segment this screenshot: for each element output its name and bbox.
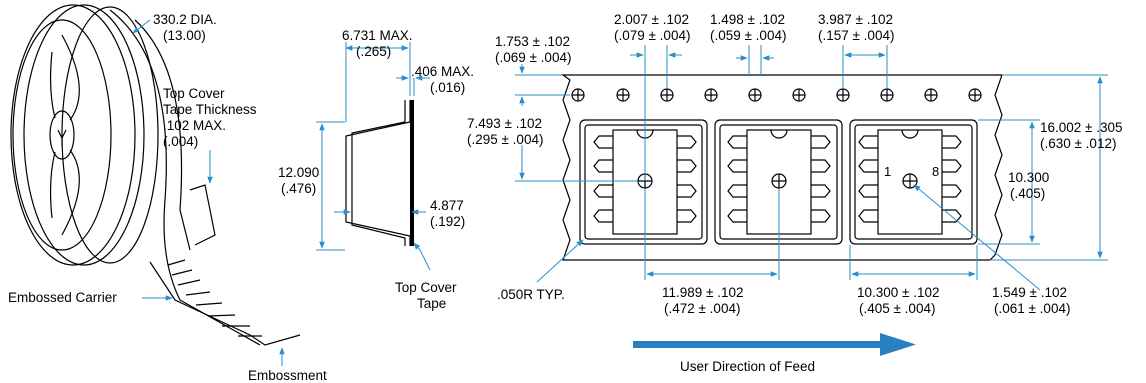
pin-8-label: 8 xyxy=(932,164,939,179)
reel-diameter-mm: 330.2 DIA. xyxy=(153,12,217,27)
reel xyxy=(10,4,301,346)
profile-depth-in: (.192) xyxy=(430,214,465,229)
dim-d6-in: (.630 ± .012) xyxy=(1040,136,1116,151)
dim-d2-in: (.059 ± .004) xyxy=(710,28,786,43)
pin-1-label: 1 xyxy=(884,164,891,179)
dim-d2-mm: 1.498 ± .102 xyxy=(710,12,785,27)
dim-d8-in: (.472 ± .004) xyxy=(664,301,740,316)
feed-direction-arrow xyxy=(633,333,916,356)
dim-d9-mm: 10.300 ± .102 xyxy=(857,285,939,300)
tape-profile xyxy=(345,100,414,246)
profile-depth-mm: 4.877 xyxy=(430,198,464,213)
dim-d7-mm: 10.300 xyxy=(1008,170,1049,185)
dim-d6-mm: 16.002 ± .305 xyxy=(1040,120,1122,135)
dim-d8-mm: 11.989 ± .102 xyxy=(662,285,743,300)
embossed-carrier-label: Embossed Carrier xyxy=(8,290,117,305)
profile-thick-mm: .406 MAX. xyxy=(411,64,474,79)
dim-d9-in: (.405 ± .004) xyxy=(859,301,935,316)
profile-height-mm: 12.090 xyxy=(278,165,319,180)
reel-cover-line3: .102 MAX. xyxy=(163,118,226,133)
dim-d10-in: (.061 ± .004) xyxy=(994,301,1070,316)
profile-cover-line1: Top Cover xyxy=(395,280,457,295)
profile-thick-in: (.016) xyxy=(430,80,465,95)
dim-d4-in: (.069 ± .004) xyxy=(495,50,571,65)
dim-d4-mm: 1.753 ± .102 xyxy=(495,34,570,49)
profile-cover-line2: Tape xyxy=(417,296,446,311)
dim-d7-in: (.405) xyxy=(1010,186,1045,201)
profile-width-in: (.265) xyxy=(356,44,391,59)
dim-d1-mm: 2.007 ± .102 xyxy=(614,12,689,27)
dim-d5-mm: 7.493 ± .102 xyxy=(467,116,542,131)
dim-d10-mm: 1.549 ± .102 xyxy=(992,285,1067,300)
dim-d3-in: (.157 ± .004) xyxy=(818,28,894,43)
embossment-label: Embossment xyxy=(248,368,327,383)
dim-d3-mm: 3.987 ± .102 xyxy=(818,12,893,27)
radius-label: .050R TYP. xyxy=(497,287,565,302)
dim-d5-in: (.295 ± .004) xyxy=(467,132,543,147)
dim-d1-in: (.079 ± .004) xyxy=(614,28,690,43)
reel-cover-line1: Top Cover xyxy=(163,86,225,101)
feed-direction-label: User Direction of Feed xyxy=(680,359,815,374)
reel-cover-line2: Tape Thickness xyxy=(163,102,257,117)
reel-cover-line4: (.004) xyxy=(163,134,198,149)
profile-height-in: (.476) xyxy=(281,181,316,196)
reel-diameter-in: (13.00) xyxy=(163,28,206,43)
profile-width-mm: 6.731 MAX. xyxy=(342,28,413,43)
sprocket-holes xyxy=(571,88,982,102)
